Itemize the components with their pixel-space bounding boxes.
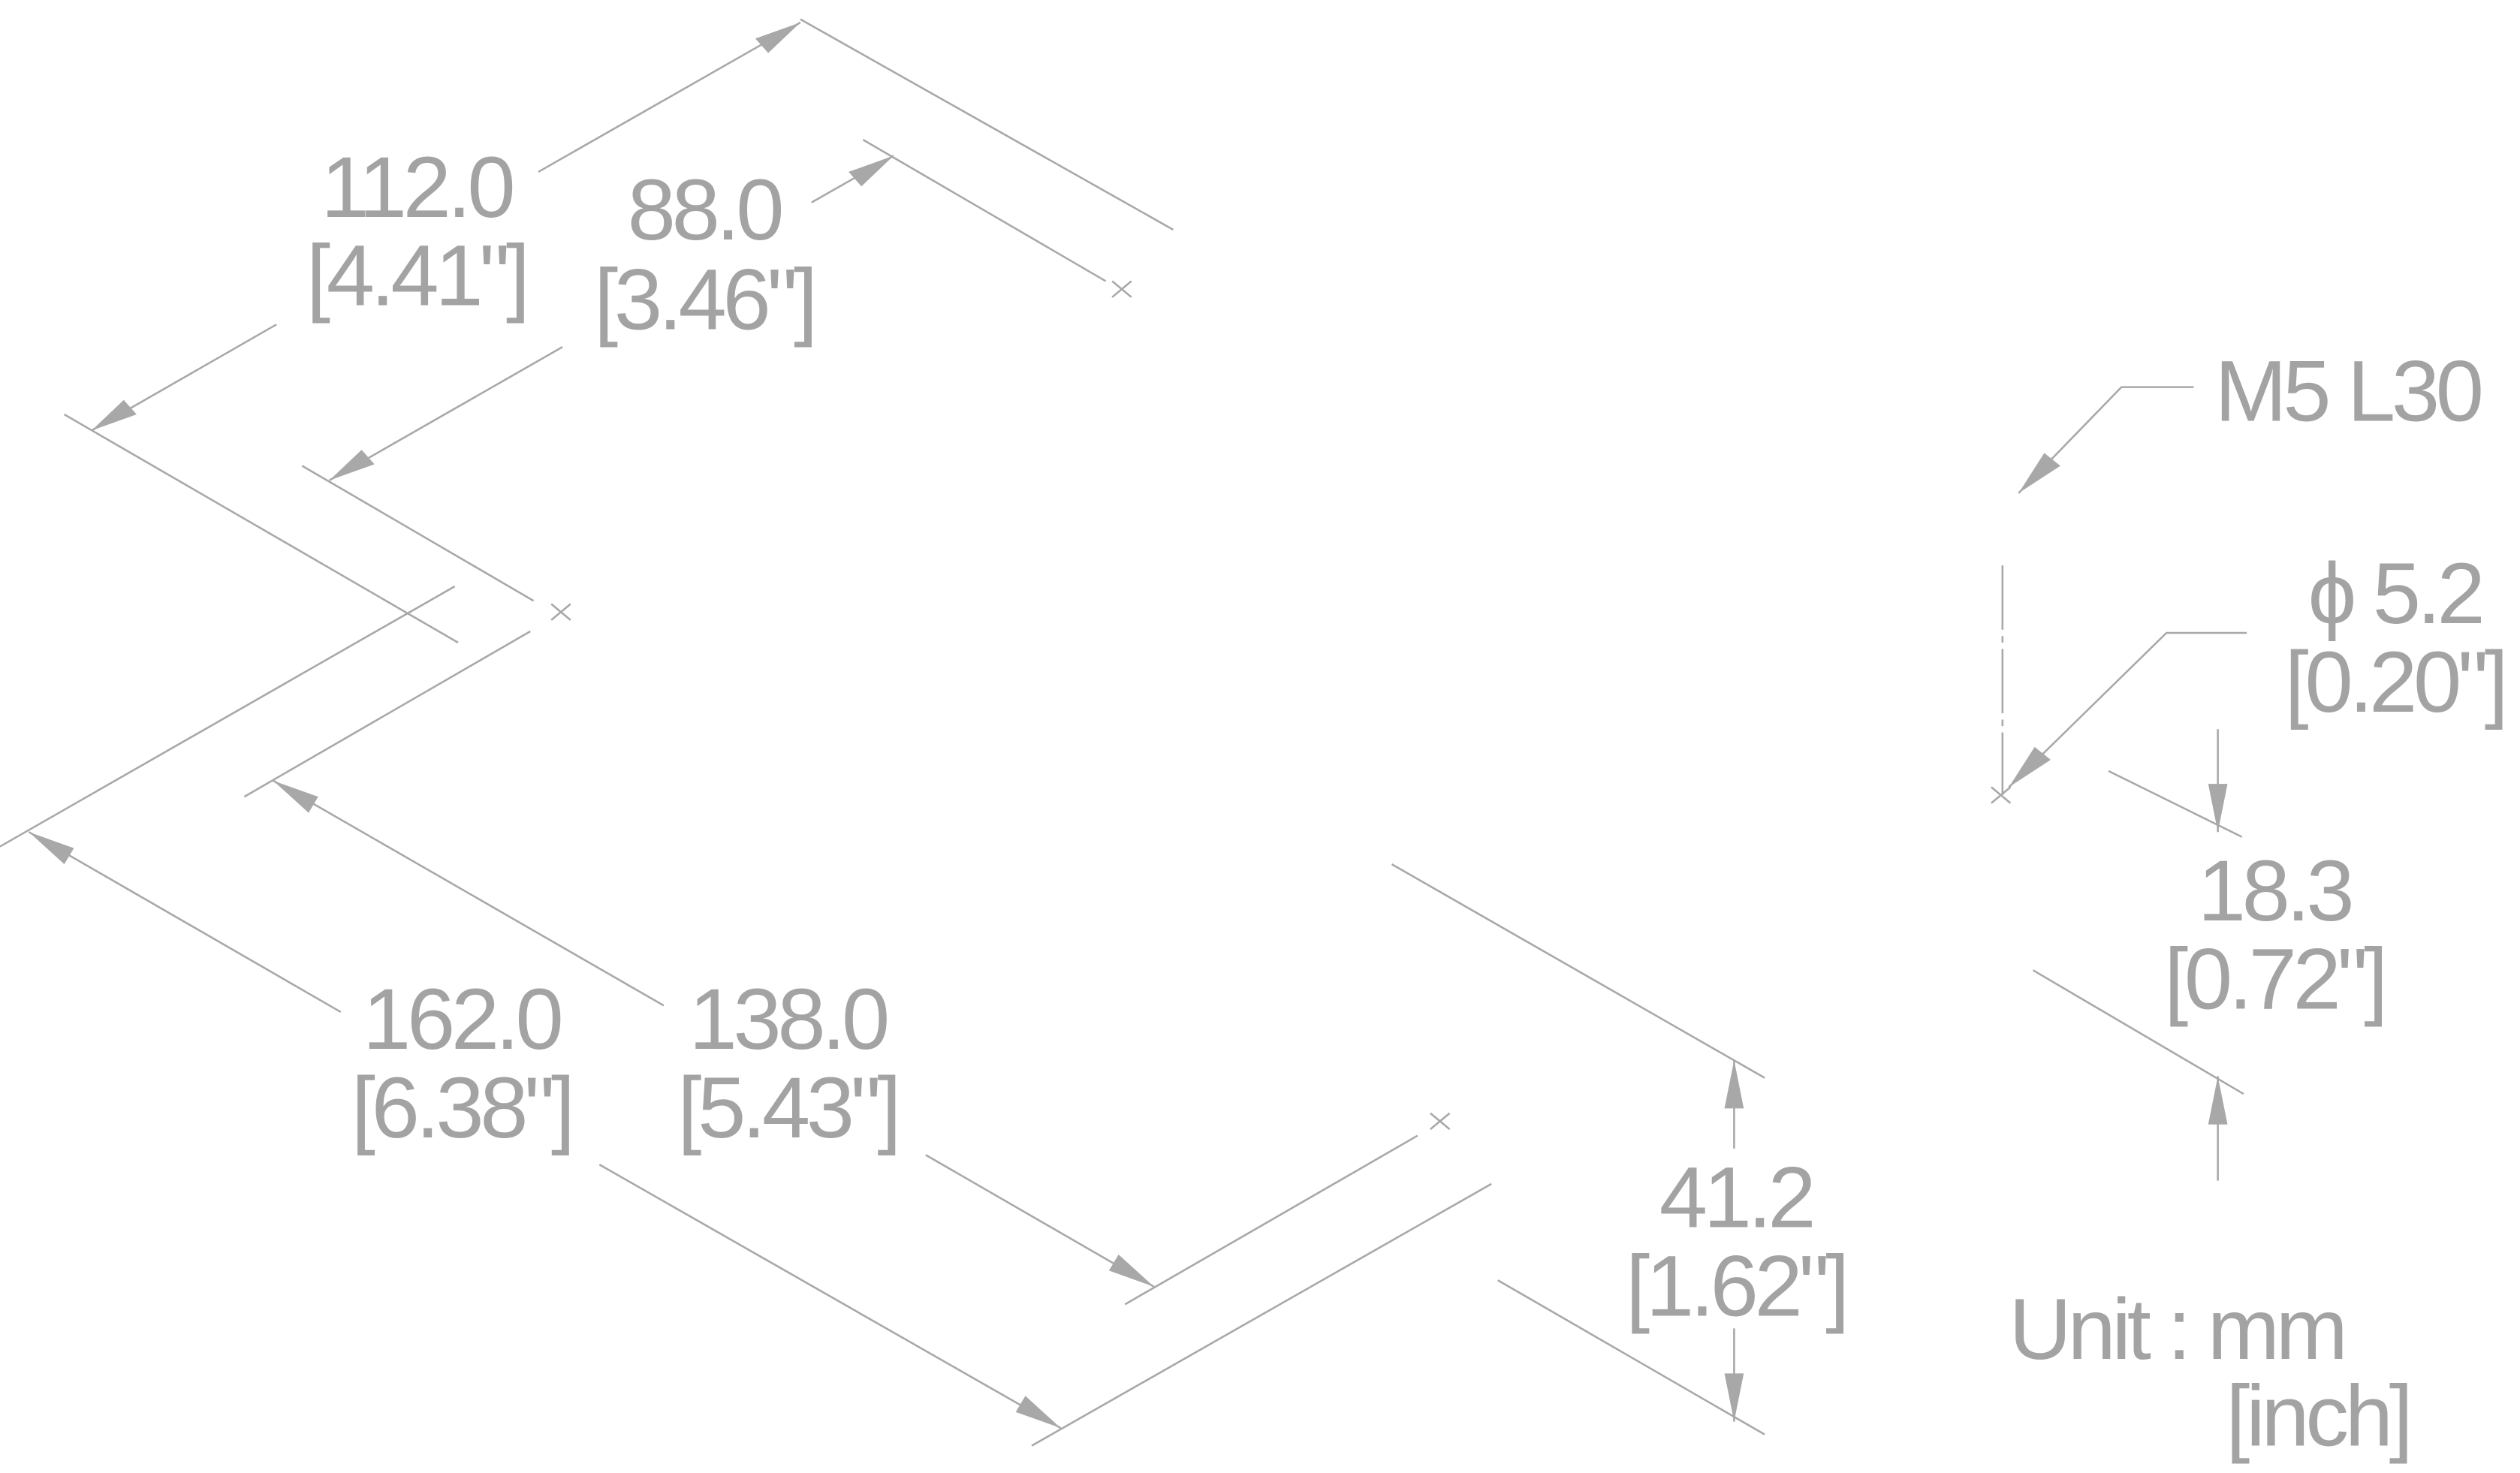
- dim-162-inch: [6.38"]: [351, 1059, 571, 1156]
- dim-138-mm: 138.0: [689, 971, 888, 1068]
- dim-41-mm: 41.2: [1659, 1149, 1813, 1246]
- dim-112-inch: [4.41"]: [306, 227, 526, 324]
- hole-diameter-mm: ϕ 5.2: [2308, 545, 2482, 642]
- extension-lines: [0, 18, 2244, 1447]
- hole-markers: [550, 280, 2012, 1131]
- dim-162-mm: 162.0: [363, 971, 561, 1068]
- unit-mm: Unit : mm: [2009, 1281, 2344, 1378]
- dimension-lines: [28, 21, 2247, 1429]
- dim-112-mm: 112.0: [321, 139, 512, 236]
- screw-spec: M5 L30: [2214, 343, 2480, 440]
- dim-41-inch: [1.62"]: [1626, 1237, 1846, 1334]
- dim-138-inch: [5.43"]: [677, 1059, 897, 1156]
- dim-88-mm: 88.0: [628, 161, 782, 258]
- dim-88-inch: [3.46"]: [594, 252, 814, 348]
- hole-diameter-inch: [0.20"]: [2285, 634, 2505, 730]
- dim-18-mm: 18.3: [2198, 842, 2352, 939]
- unit-inch: [inch]: [2226, 1368, 2409, 1465]
- dim-18-inch: [0.72"]: [2164, 931, 2384, 1028]
